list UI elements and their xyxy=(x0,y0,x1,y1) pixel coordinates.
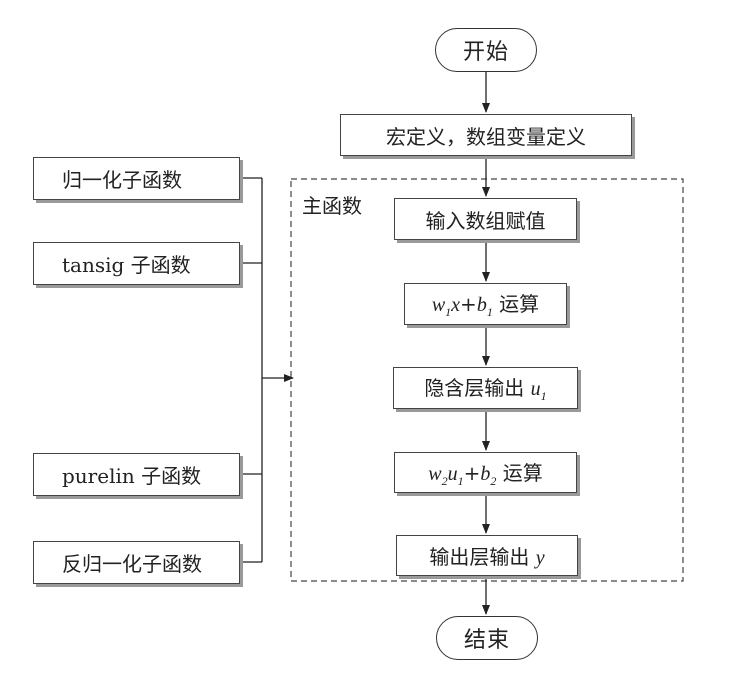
subfunction-tansig-label: tansig 子函数 xyxy=(62,253,191,277)
subfunction-purelin-label: purelin 子函数 xyxy=(62,464,202,488)
hidden-layer-output-label: 隐含层输出 u1 xyxy=(424,376,547,403)
subfunction-tansig: tansig 子函数 xyxy=(33,242,240,285)
input-array-label: 输入数组赋值 xyxy=(425,208,546,233)
subfunction-normalize-label: 归一化子函数 xyxy=(62,168,182,192)
subfunction-denormalize-label: 反归一化子函数 xyxy=(62,552,202,576)
output-layer-output-box: 输出层输出 y xyxy=(396,535,578,576)
first-layer-operation-box: w1x+b1 运算 xyxy=(404,283,567,325)
main-function-region xyxy=(290,178,684,582)
macro-definition-label: 宏定义，数组变量定义 xyxy=(386,124,586,149)
start-terminal: 开始 xyxy=(435,28,537,72)
main-function-label: 主函数 xyxy=(302,194,362,218)
end-terminal: 结束 xyxy=(436,616,538,660)
first-layer-operation-label: w1x+b1 运算 xyxy=(431,292,540,319)
subfunction-purelin: purelin 子函数 xyxy=(33,453,240,496)
second-layer-operation-label: w2u1+b2 运算 xyxy=(428,460,543,488)
hidden-layer-output-box: 隐含层输出 u1 xyxy=(393,367,578,409)
end-label: 结束 xyxy=(463,628,510,653)
output-layer-output-label: 输出层输出 y xyxy=(429,545,545,569)
subfunction-normalize: 归一化子函数 xyxy=(33,157,240,200)
macro-definition-box: 宏定义，数组变量定义 xyxy=(340,114,632,156)
subfunction-bracket xyxy=(240,177,263,563)
start-label: 开始 xyxy=(462,40,509,65)
second-layer-operation-box: w2u1+b2 运算 xyxy=(394,452,577,493)
input-array-box: 输入数组赋值 xyxy=(394,198,577,240)
subfunction-denormalize: 反归一化子函数 xyxy=(33,541,240,584)
